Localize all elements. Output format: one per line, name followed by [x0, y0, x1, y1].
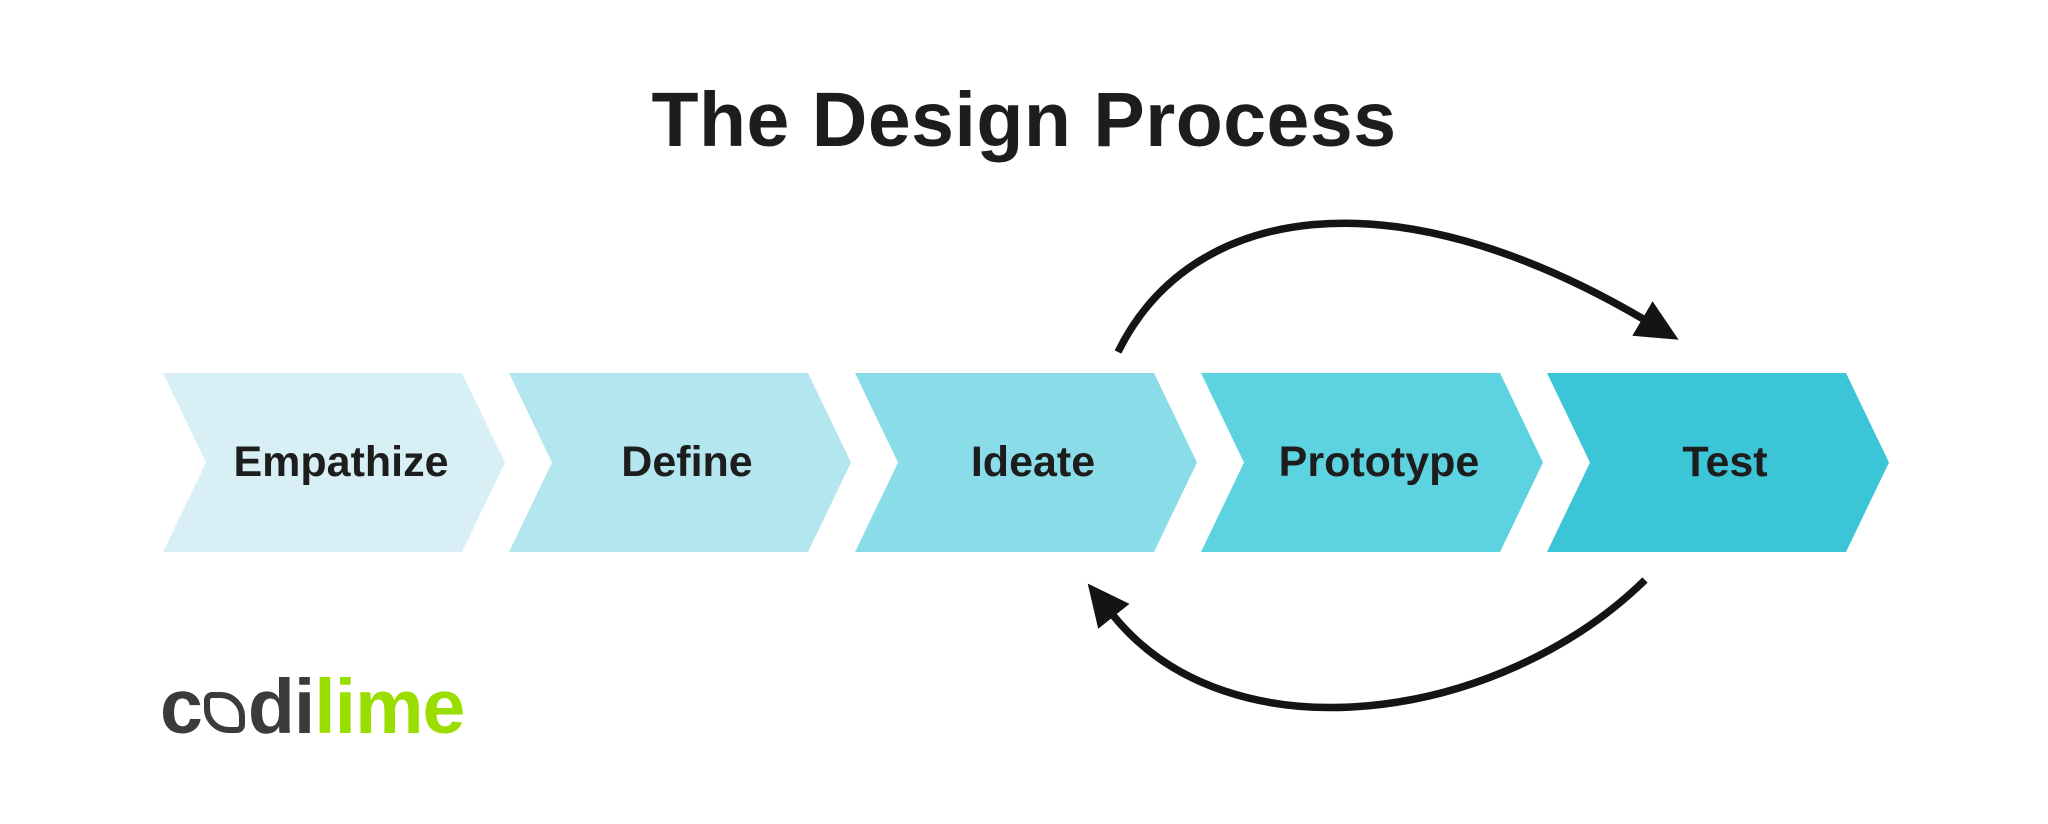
logo-accent-text: lime — [314, 664, 465, 750]
step-chevron-prototype: Prototype — [1201, 373, 1543, 552]
step-label: Prototype — [1278, 438, 1480, 486]
step-label: Define — [621, 438, 753, 486]
loop-arrow-bottom-icon — [1087, 577, 1648, 712]
logo-o-glyph — [203, 692, 245, 733]
step-label: Ideate — [970, 438, 1096, 486]
step-label: Test — [1682, 438, 1768, 486]
step-chevron-empathize: Empathize — [163, 373, 505, 552]
step-chevron-test: Test — [1547, 373, 1889, 552]
step-chevron-ideate: Ideate — [855, 373, 1197, 552]
loop-arrow-top-icon — [1114, 219, 1679, 354]
step-label: Empathize — [233, 438, 449, 486]
step-chevron-define: Define — [509, 373, 851, 552]
page-title: The Design Process — [651, 77, 1397, 163]
